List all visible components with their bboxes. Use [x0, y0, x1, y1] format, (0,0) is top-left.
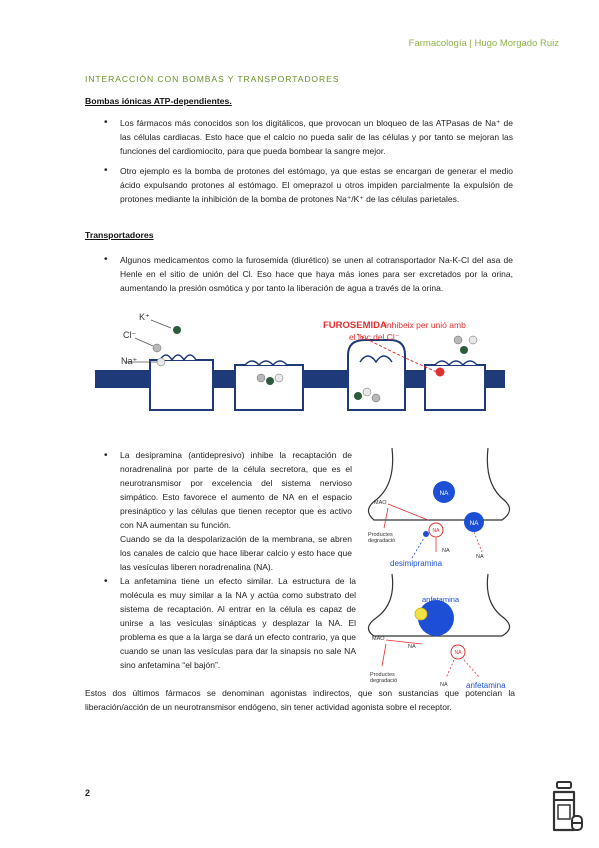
arrow — [387, 503, 429, 521]
vesicle-label: NA — [469, 520, 479, 527]
products-label: Productes — [370, 672, 395, 678]
ion-cl — [453, 335, 463, 345]
ion-na — [156, 357, 166, 367]
arrow — [134, 337, 154, 347]
section-title: INTERACCIÓN CON BOMBAS Y TRANSPORTADORES — [85, 74, 340, 84]
drug-label: anfetamina — [422, 595, 460, 604]
transporter-1 — [149, 359, 214, 411]
arrow — [385, 639, 423, 645]
ion-na — [362, 387, 372, 397]
paragraph-digitalics: Los fármacos más conocidos son los digit… — [120, 118, 513, 156]
transporter-label: NA — [455, 650, 463, 656]
na-label: NA — [442, 548, 450, 554]
page-number: 2 — [85, 788, 91, 798]
vesicle — [418, 600, 454, 636]
reuptake-transporter — [450, 644, 466, 660]
ion-label-na: Na⁺ — [121, 356, 138, 366]
arrow — [445, 659, 455, 679]
na-label: NA — [440, 682, 448, 688]
furosemide-figure: K⁺ Cl⁻ Na⁺ FUROSEMIDA inhibeix per unió … — [95, 312, 505, 411]
paragraph-furosemide: Algunos medicamentos como la furosemida … — [120, 255, 513, 293]
arrow — [473, 531, 483, 553]
transporter-4 — [424, 364, 486, 411]
bullet: • — [104, 450, 108, 461]
membrane-segment — [303, 370, 348, 388]
ion-label-k: K⁺ — [139, 312, 150, 322]
vesicle-label: NA — [439, 490, 449, 497]
bullet: • — [104, 165, 108, 176]
products-label: degradació — [368, 538, 395, 544]
subheading-pumps: Bombas iónicas ATP-dependientes. — [85, 96, 232, 106]
binding-pocket — [244, 360, 288, 367]
paragraph-amphetamine: La anfetamina tiene un efecto similar. L… — [120, 576, 356, 670]
ion-k — [173, 326, 181, 334]
arrow — [463, 659, 481, 679]
ion-k — [266, 377, 274, 385]
ion-label-cl: Cl⁻ — [123, 330, 136, 340]
transporter-label: NA — [433, 528, 441, 534]
binding-pocket — [359, 355, 393, 364]
arrow — [381, 643, 387, 667]
ion-cl — [256, 373, 266, 383]
vesicle — [464, 512, 484, 532]
bullet: • — [104, 576, 108, 587]
ion-cl — [371, 393, 381, 403]
membrane-segment — [405, 370, 425, 388]
drug-label: desimipramina — [390, 559, 443, 568]
ion-na — [468, 335, 478, 345]
ion-k — [354, 392, 362, 400]
amphetamine-molecule — [414, 607, 428, 621]
membrane-segment — [485, 370, 505, 388]
drug-molecule — [423, 531, 429, 537]
membrane-segment — [95, 370, 150, 388]
mao-label: MAO — [372, 636, 385, 642]
products-label: degradació — [370, 678, 397, 684]
binding-pocket — [159, 354, 197, 362]
ion-k — [460, 346, 468, 354]
bullet: • — [104, 254, 108, 265]
membrane-segment — [213, 370, 235, 388]
running-header: Farmacología | Hugo Morgado Ruiz — [408, 38, 559, 49]
reuptake-transporter — [428, 522, 444, 538]
bullet: • — [104, 117, 108, 128]
arrow — [383, 507, 389, 529]
furosemide-molecule — [435, 367, 445, 377]
arrow — [411, 537, 425, 559]
paragraph-closing: Estos dos últimos fármacos se denominan … — [85, 688, 515, 712]
transporter-3 — [347, 339, 406, 411]
drug-label: anfetamina — [466, 681, 506, 690]
binding-pocket — [434, 360, 478, 367]
medicine-bottle-icon — [552, 781, 583, 832]
products-label: Productes — [368, 532, 393, 538]
vesicle — [433, 481, 455, 503]
drug-note: inhibeix per unió amb — [385, 320, 466, 330]
ion-cl — [152, 343, 162, 353]
synapse-diagram-desipramine: NA NA MAO Productes degradació NA NA NA … — [367, 447, 511, 568]
subheading-transporters: Transportadores — [85, 230, 154, 240]
arrow — [150, 319, 172, 329]
synapse-diagram-amphetamine: anfetamina MAO NA Productes degradació N… — [367, 573, 511, 690]
na-label: NA — [408, 644, 416, 650]
na-label: NA — [476, 554, 484, 560]
paragraph-desipramine: La desipramina (antidepresivo) inhibe la… — [120, 450, 352, 572]
ion-na — [274, 373, 284, 383]
transporter-2 — [234, 364, 304, 411]
mao-label: MAO — [374, 500, 387, 506]
paragraph-proton-pump: Otro ejemplo es la bomba de protones del… — [120, 166, 513, 204]
drug-note: el lloc del Cl⁻ — [349, 332, 400, 342]
drug-label: FUROSEMIDA — [323, 320, 387, 331]
